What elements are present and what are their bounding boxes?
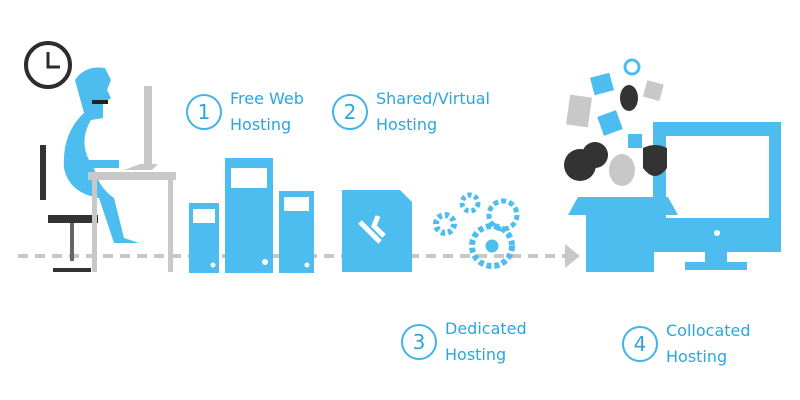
step-label-line1: Shared/Virtual [376,89,490,108]
step-label-line2: Hosting [666,347,728,366]
step-label-line1: Dedicated [445,319,527,338]
step-number-badge: 3 [401,324,437,360]
gears-icon [433,192,520,269]
step-label-line2: Hosting [376,115,438,134]
step-label-line2: Hosting [230,115,292,134]
step-number-badge: 4 [622,326,658,362]
wrench-box-icon [342,190,412,272]
monitor-icon [653,122,781,270]
step-number-badge: 2 [332,94,368,130]
arrow-icon [565,244,580,268]
person-at-desk-icon [40,67,176,272]
social-icons-cluster [564,58,678,272]
step-label-line2: Hosting [445,345,507,364]
clock-icon [24,41,72,89]
step-number-badge: 1 [186,94,222,130]
step-label-line1: Collocated [666,321,751,340]
server-towers-icon [189,158,314,273]
step-label-line1: Free Web [230,89,304,108]
